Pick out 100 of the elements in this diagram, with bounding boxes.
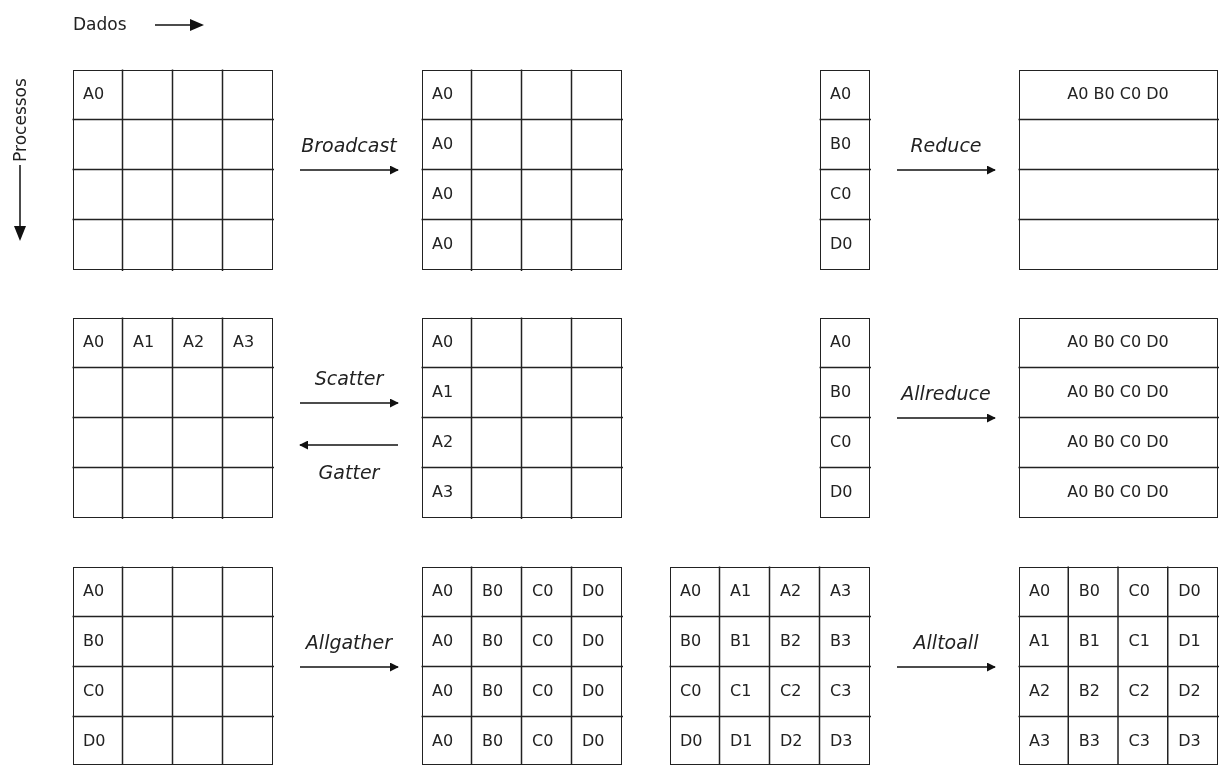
arrow <box>299 398 399 408</box>
data-grid <box>73 70 273 270</box>
edge-label: Reduce <box>909 134 983 156</box>
cell-label: B0 <box>482 631 504 651</box>
cell-label: B0 <box>830 382 852 402</box>
cell-label: B0 <box>482 681 504 701</box>
data-grid <box>422 70 622 270</box>
cell-label: C0 <box>532 581 554 601</box>
cell-label: A0 <box>432 631 454 651</box>
edge-label: Alltoall <box>911 631 980 653</box>
cell-label: C0 <box>532 681 554 701</box>
cell-label: B2 <box>1078 681 1100 701</box>
edge-label: Scatter <box>313 367 386 389</box>
cell-label: D2 <box>780 731 803 751</box>
cell-label: A0 <box>432 332 454 352</box>
cell-label: A0 <box>432 731 454 751</box>
cell-label: B2 <box>780 631 802 651</box>
cell-label: D0 <box>582 731 605 751</box>
cell-label: D3 <box>830 731 853 751</box>
cell-label: A0 B0 C0 D0 <box>1066 332 1170 352</box>
arrow <box>299 165 399 175</box>
cell-label: C1 <box>730 681 752 701</box>
cell-label: C1 <box>1128 631 1150 651</box>
cell-label: C3 <box>830 681 852 701</box>
cell-label: C0 <box>680 681 702 701</box>
cell-label: A0 <box>432 681 454 701</box>
arrow <box>896 413 996 423</box>
cell-label: A0 <box>830 84 852 104</box>
cell-label: A0 <box>83 84 105 104</box>
cell-label: D0 <box>83 731 106 751</box>
cell-label: C2 <box>1128 681 1150 701</box>
data-grid <box>1019 567 1218 765</box>
arrow <box>299 440 399 450</box>
data-grid <box>1019 70 1218 270</box>
cell-label: A3 <box>432 482 454 502</box>
cell-label: D0 <box>1178 581 1201 601</box>
data-grid <box>73 318 273 518</box>
cell-label: C3 <box>1128 731 1150 751</box>
cell-label: D1 <box>1178 631 1201 651</box>
cell-label: B1 <box>730 631 752 651</box>
cell-label: A0 B0 C0 D0 <box>1066 84 1170 104</box>
arrow <box>896 662 996 672</box>
data-grid <box>820 70 870 270</box>
cell-label: A0 B0 C0 D0 <box>1066 432 1170 452</box>
cell-label: A0 <box>830 332 852 352</box>
data-grid <box>670 567 870 765</box>
cell-label: D0 <box>830 482 853 502</box>
cell-label: A3 <box>1029 731 1051 751</box>
cell-label: A2 <box>432 432 454 452</box>
cell-label: A0 <box>1029 581 1051 601</box>
cell-label: A1 <box>1029 631 1051 651</box>
cell-label: A1 <box>133 332 155 352</box>
cell-label: D0 <box>582 681 605 701</box>
cell-label: C0 <box>1128 581 1150 601</box>
cell-label: A1 <box>432 382 454 402</box>
axis-label: Dados <box>73 14 127 34</box>
cell-label: A0 <box>432 134 454 154</box>
cell-label: D0 <box>680 731 703 751</box>
cell-label: A2 <box>183 332 205 352</box>
edge-label: Allgather <box>304 631 394 653</box>
cell-label: A3 <box>233 332 255 352</box>
data-grid <box>820 318 870 518</box>
cell-label: A0 <box>83 581 105 601</box>
arrow <box>896 165 996 175</box>
cell-label: D2 <box>1178 681 1201 701</box>
data-grid <box>422 318 622 518</box>
cell-label: A0 <box>432 184 454 204</box>
cell-label: D0 <box>830 234 853 254</box>
cell-label: A3 <box>830 581 852 601</box>
cell-label: B0 <box>83 631 105 651</box>
cell-label: D1 <box>730 731 753 751</box>
cell-label: D3 <box>1178 731 1201 751</box>
cell-label: C0 <box>532 631 554 651</box>
cell-label: B3 <box>830 631 852 651</box>
cell-label: A0 <box>432 581 454 601</box>
arrow <box>299 662 399 672</box>
edge-label: Allreduce <box>899 382 992 404</box>
cell-label: C2 <box>780 681 802 701</box>
data-grid <box>73 567 273 765</box>
cell-label: A0 <box>432 84 454 104</box>
cell-label: B0 <box>482 731 504 751</box>
cell-label: C0 <box>83 681 105 701</box>
axis-label: Processos <box>10 77 30 164</box>
cell-label: B0 <box>680 631 702 651</box>
cell-label: A0 <box>680 581 702 601</box>
data-grid <box>1019 318 1218 518</box>
cell-label: D0 <box>582 631 605 651</box>
cell-label: A2 <box>780 581 802 601</box>
edge-label: Broadcast <box>300 134 399 156</box>
cell-label: C0 <box>830 432 852 452</box>
cell-label: A0 <box>432 234 454 254</box>
cell-label: A1 <box>730 581 752 601</box>
cell-label: B0 <box>482 581 504 601</box>
cell-label: B0 <box>1078 581 1100 601</box>
cell-label: A0 B0 C0 D0 <box>1066 482 1170 502</box>
cell-label: B3 <box>1078 731 1100 751</box>
cell-label: D0 <box>582 581 605 601</box>
edge-label: Gatter <box>317 461 382 483</box>
cell-label: A0 <box>83 332 105 352</box>
cell-label: C0 <box>532 731 554 751</box>
